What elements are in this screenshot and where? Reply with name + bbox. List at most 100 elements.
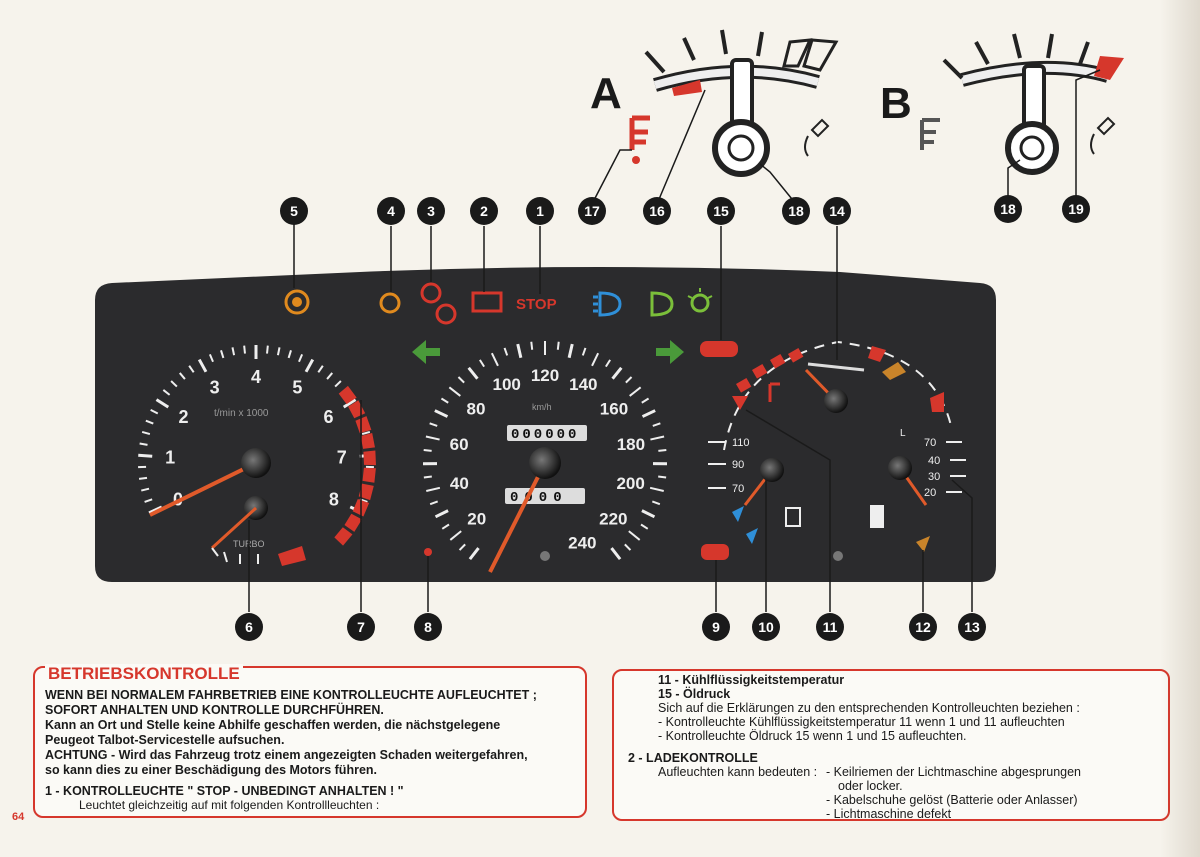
turn-left-icon bbox=[412, 340, 440, 364]
low-beam-icon bbox=[650, 291, 674, 317]
svg-text:4: 4 bbox=[387, 203, 395, 219]
speedo-tick-label: 180 bbox=[617, 435, 645, 454]
speedo-tick-label: 200 bbox=[616, 474, 644, 493]
svg-text:17: 17 bbox=[584, 203, 600, 219]
trip-counter: 0000 bbox=[510, 490, 568, 506]
svg-text:3: 3 bbox=[427, 203, 435, 219]
oil-tick-label: 30 bbox=[928, 471, 940, 483]
temp-zone-mark bbox=[770, 354, 786, 369]
tacho-tick-label: 3 bbox=[210, 378, 220, 398]
warn-line-2: SOFORT ANHALTEN UND KONTROLLE DURCHFÜHRE… bbox=[45, 703, 384, 717]
callout-16: 16 bbox=[643, 197, 671, 225]
callout-13: 13 bbox=[958, 613, 986, 641]
thermometer-icon bbox=[804, 118, 830, 157]
callout-4: 4 bbox=[377, 197, 405, 225]
explanation-box: 11 - Kühlflüssigkeitstemperatur 15 - Öld… bbox=[612, 669, 1170, 821]
line-11: 11 - Kühlflüssigkeitstemperatur bbox=[658, 673, 845, 687]
svg-text:12: 12 bbox=[915, 619, 931, 635]
callout-19: 19 bbox=[1062, 195, 1090, 223]
oil-tick-label: 40 bbox=[928, 455, 940, 467]
callout-7: 7 bbox=[347, 613, 375, 641]
svg-text:2: 2 bbox=[480, 203, 488, 219]
redline-segment bbox=[344, 513, 362, 532]
redline-segment bbox=[358, 483, 374, 501]
svg-text:18: 18 bbox=[788, 203, 804, 219]
item2-option-2: - Kabelschuhe gelöst (Batterie oder Anla… bbox=[826, 793, 1078, 807]
temp-tick-label: 90 bbox=[732, 459, 744, 471]
turn-right-icon bbox=[656, 340, 684, 364]
redline-segment bbox=[338, 385, 357, 405]
coolant-warn-icon bbox=[732, 396, 748, 410]
odometer: 000000 bbox=[511, 427, 579, 443]
speedo-tick-label: 160 bbox=[600, 399, 628, 418]
tacho-tick-label: 6 bbox=[324, 407, 334, 427]
page-edge-shadow bbox=[1160, 0, 1200, 857]
para1-line-2: Peugeot Talbot-Servicestelle aufsuchen. bbox=[45, 733, 285, 747]
redline-segment bbox=[360, 432, 375, 449]
detail-b-label: B bbox=[880, 79, 912, 128]
thermometer-icon bbox=[1090, 116, 1116, 155]
fuel-pump-icon bbox=[870, 505, 884, 528]
tacho-tick-label: 2 bbox=[178, 407, 188, 427]
speedo-tick-label: 40 bbox=[450, 474, 469, 493]
tacho-tick-label: 7 bbox=[337, 447, 347, 467]
temp-warning-icon-off bbox=[920, 118, 940, 150]
brake-wear-icon bbox=[284, 289, 310, 315]
brake-fluid-icon bbox=[435, 303, 457, 325]
callout-14: 14 bbox=[823, 197, 851, 225]
temp-tick-label: 110 bbox=[732, 437, 750, 449]
high-beam-icon bbox=[598, 291, 622, 317]
tacho-tick-label: 8 bbox=[329, 489, 339, 509]
svg-text:13: 13 bbox=[964, 619, 980, 635]
callout-12: 12 bbox=[909, 613, 937, 641]
leader-lines bbox=[248, 69, 1101, 612]
speedo-tick-label: 140 bbox=[569, 375, 597, 394]
tacho-unit: t/min x 1000 bbox=[214, 408, 269, 419]
speedo-tick-label: 120 bbox=[531, 366, 559, 385]
detail-a-gauge bbox=[629, 29, 839, 177]
refer-coolant: - Kontrolleuchte Kühlflüssigkeitstempera… bbox=[658, 715, 1065, 729]
speedo-tick-label: 100 bbox=[492, 375, 520, 394]
callout-3: 3 bbox=[417, 197, 445, 225]
line-15: 15 - Öldruck bbox=[658, 687, 731, 701]
callout-9: 9 bbox=[702, 613, 730, 641]
redline-segment bbox=[363, 450, 376, 466]
refer-oil: - Kontrolleuchte Öldruck 15 wenn 1 und 1… bbox=[658, 729, 967, 743]
callout-8: 8 bbox=[414, 613, 442, 641]
dashboard-panel bbox=[95, 267, 996, 582]
temp-warning-icon bbox=[629, 115, 650, 150]
callout-15: 15 bbox=[707, 197, 735, 225]
speedo-unit: km/h bbox=[532, 402, 552, 412]
page-number: 64 bbox=[12, 811, 25, 823]
speedo-tick-label: 60 bbox=[450, 435, 469, 454]
operation-check-box: BETRIEBSKONTROLLE WENN BEI NORMALEM FAHR… bbox=[33, 664, 587, 818]
oil-pressure-icon bbox=[700, 341, 738, 357]
speedo-tick-label: 20 bbox=[467, 509, 486, 528]
svg-text:8: 8 bbox=[424, 619, 432, 635]
warning-lamps: STOP bbox=[284, 282, 738, 560]
svg-text:19: 19 bbox=[1068, 201, 1084, 217]
svg-text:7: 7 bbox=[357, 619, 365, 635]
callout-5: 5 bbox=[280, 197, 308, 225]
detail-a-label: A bbox=[590, 69, 622, 118]
side-lights-icon bbox=[690, 293, 710, 313]
item2-head: 2 - LADEKONTROLLE bbox=[628, 751, 758, 765]
svg-text:11: 11 bbox=[823, 619, 838, 635]
coolant-icon bbox=[785, 507, 801, 527]
section-title: BETRIEBSKONTROLLE bbox=[45, 664, 243, 684]
redline-segment bbox=[362, 467, 376, 483]
stop-lamp: STOP bbox=[516, 296, 557, 313]
callout-18: 18 bbox=[782, 197, 810, 225]
redline-segment bbox=[334, 527, 353, 546]
svg-text:6: 6 bbox=[245, 619, 253, 635]
speedo-tick-label: 240 bbox=[568, 534, 596, 553]
battery-icon bbox=[471, 291, 503, 313]
para1-line-1: Kann an Ort und Stelle keine Abhilfe ges… bbox=[45, 718, 501, 732]
item1-head: 1 - KONTROLLEUCHTE " STOP - UNBEDINGT AN… bbox=[45, 784, 404, 798]
oil-tick-label: 70 bbox=[924, 437, 936, 449]
svg-text:10: 10 bbox=[758, 619, 774, 635]
callout-1: 1 bbox=[526, 197, 554, 225]
para2-line-1: ACHTUNG - Wird das Fahrzeug trotz einem … bbox=[45, 748, 528, 762]
